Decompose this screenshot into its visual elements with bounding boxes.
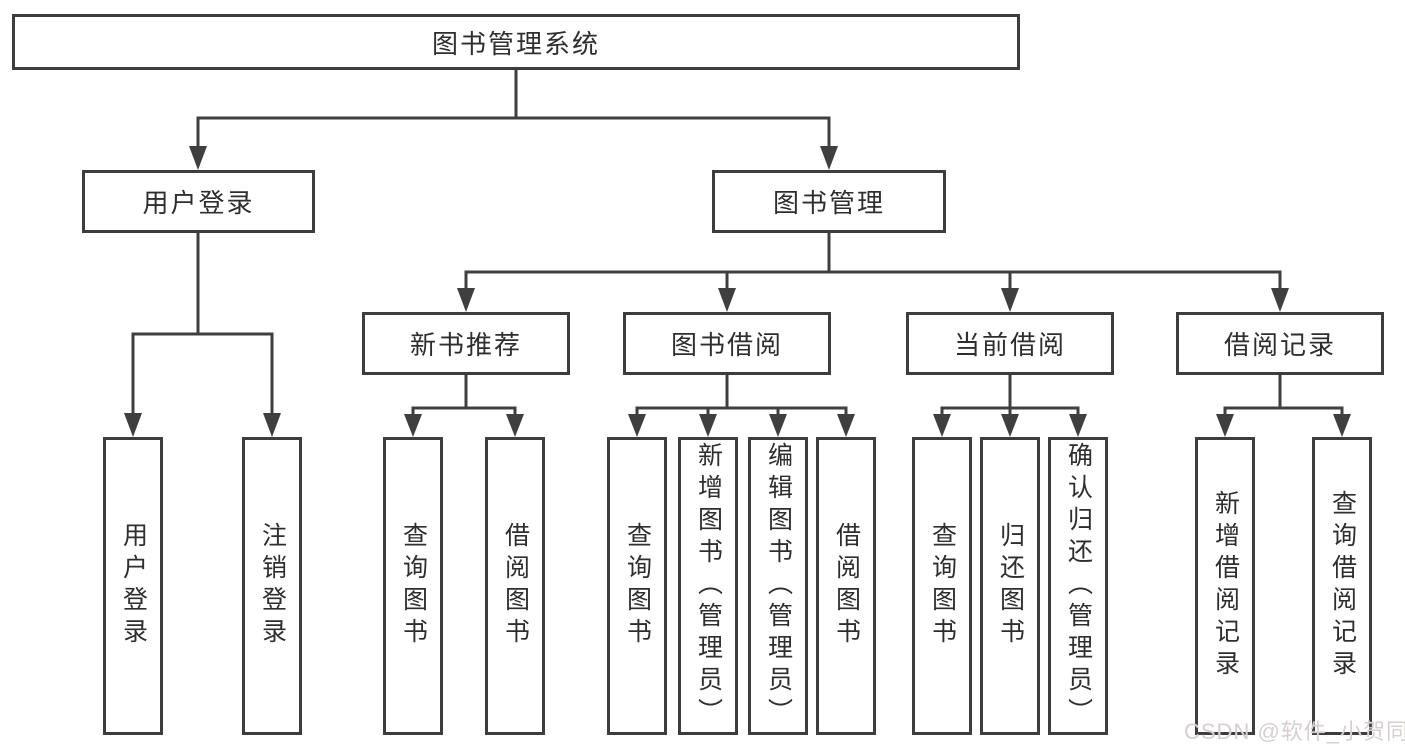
- leaf-confirm-return-admin-label: 确认归还（管理员）: [1064, 442, 1093, 730]
- leaf-query-books-recommend-label: 查询图书: [399, 522, 428, 650]
- node-user-login: 用户登录: [82, 170, 315, 233]
- leaf-query-books-borrowing-label: 查询图书: [623, 522, 652, 650]
- leaf-user-login-label: 用户登录: [119, 522, 148, 650]
- leaf-confirm-return-admin: 确认归还（管理员）: [1048, 437, 1108, 735]
- leaf-user-login: 用户登录: [103, 437, 163, 735]
- leaf-return-books-label: 归还图书: [996, 522, 1025, 650]
- leaf-return-books: 归还图书: [980, 437, 1040, 735]
- leaf-query-books-recommend: 查询图书: [383, 437, 443, 735]
- leaf-add-borrow-record-label: 新增借阅记录: [1211, 490, 1240, 682]
- node-borrowing-records-label: 借阅记录: [1223, 330, 1336, 360]
- node-current-borrowing-label: 当前借阅: [953, 330, 1066, 360]
- node-book-management-label: 图书管理: [772, 188, 885, 218]
- node-book-management: 图书管理: [712, 170, 946, 233]
- leaf-query-borrow-record-label: 查询借阅记录: [1328, 490, 1357, 682]
- leaf-logout: 注销登录: [242, 437, 302, 735]
- leaf-add-book-admin-label: 新增图书（管理员）: [694, 442, 723, 730]
- leaf-logout-label: 注销登录: [258, 522, 287, 650]
- leaf-borrow-books-borrowing: 借阅图书: [816, 437, 876, 735]
- leaf-query-borrow-record: 查询借阅记录: [1312, 437, 1372, 735]
- node-new-book-recommendation-label: 新书推荐: [409, 330, 522, 360]
- node-book-borrowing: 图书借阅: [623, 312, 831, 375]
- leaf-edit-book-admin-label: 编辑图书（管理员）: [764, 442, 793, 730]
- leaf-add-book-admin: 新增图书（管理员）: [678, 437, 738, 735]
- node-book-borrowing-label: 图书借阅: [670, 330, 783, 360]
- leaf-query-books-current: 查询图书: [912, 437, 972, 735]
- node-root: 图书管理系统: [12, 14, 1020, 70]
- leaf-edit-book-admin: 编辑图书（管理员）: [748, 437, 808, 735]
- node-new-book-recommendation: 新书推荐: [362, 312, 570, 375]
- node-root-label: 图书管理系统: [431, 28, 600, 59]
- leaf-query-books-borrowing: 查询图书: [607, 437, 667, 735]
- node-current-borrowing: 当前借阅: [906, 312, 1114, 375]
- node-borrowing-records: 借阅记录: [1176, 312, 1384, 375]
- leaf-borrow-books-recommend-label: 借阅图书: [501, 522, 530, 650]
- leaf-borrow-books-recommend: 借阅图书: [485, 437, 545, 735]
- leaf-query-books-current-label: 查询图书: [928, 522, 957, 650]
- leaf-add-borrow-record: 新增借阅记录: [1195, 437, 1255, 735]
- node-user-login-label: 用户登录: [142, 188, 255, 218]
- leaf-borrow-books-borrowing-label: 借阅图书: [832, 522, 861, 650]
